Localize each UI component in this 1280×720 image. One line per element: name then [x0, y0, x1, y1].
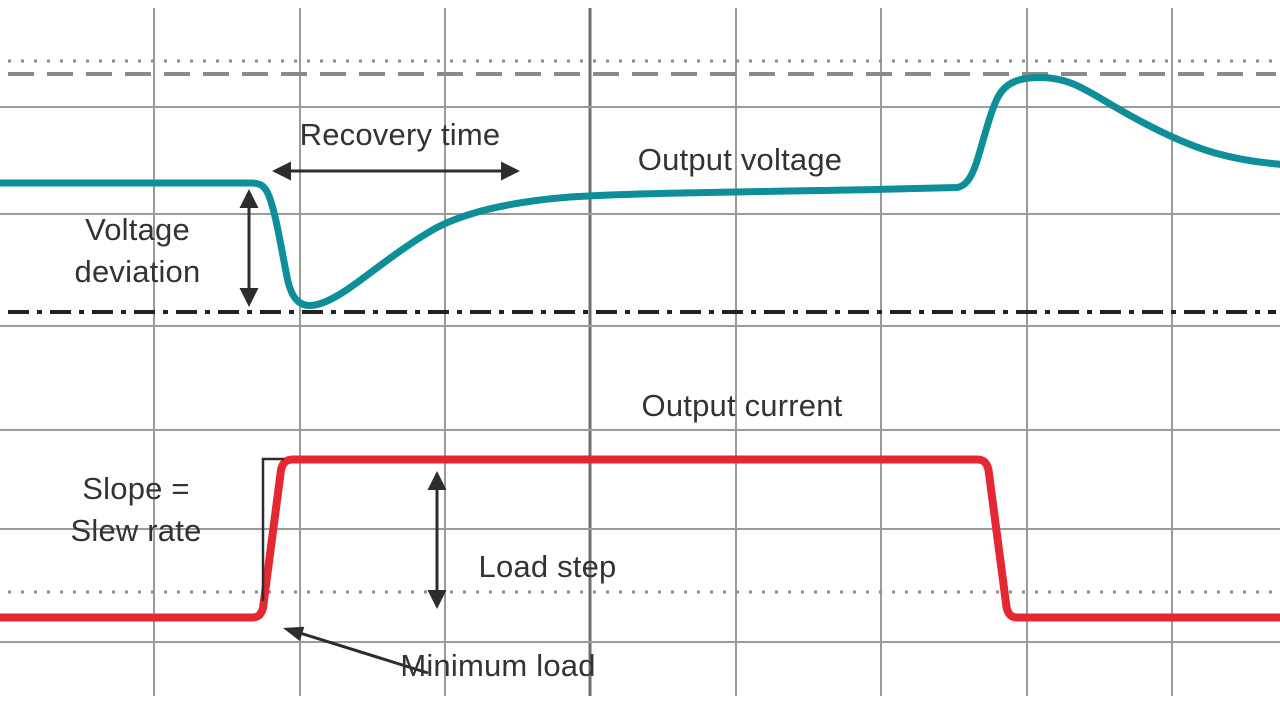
slope-bracket [261, 457, 284, 601]
grid-vertical [153, 8, 1173, 696]
output-voltage-label: Output voltage [637, 142, 843, 177]
output-current-trace [0, 455, 1280, 622]
minimum-load-label: Minimum load [400, 648, 596, 683]
annotation-arrowheads [239, 161, 520, 642]
voltage-deviation-label: Voltage deviation [74, 212, 201, 289]
load-step-label: Load step [478, 549, 617, 584]
annotation-arrows [247, 169, 504, 675]
minimum-load-arrow [299, 631, 429, 675]
grid-horizontal [0, 106, 1280, 643]
output-voltage-trace [0, 74, 1280, 309]
output-current-label: Output current [641, 388, 843, 423]
recovery-time-label: Recovery time [299, 117, 501, 152]
slope-slew-rate-label: Slope = Slew rate [70, 471, 202, 548]
